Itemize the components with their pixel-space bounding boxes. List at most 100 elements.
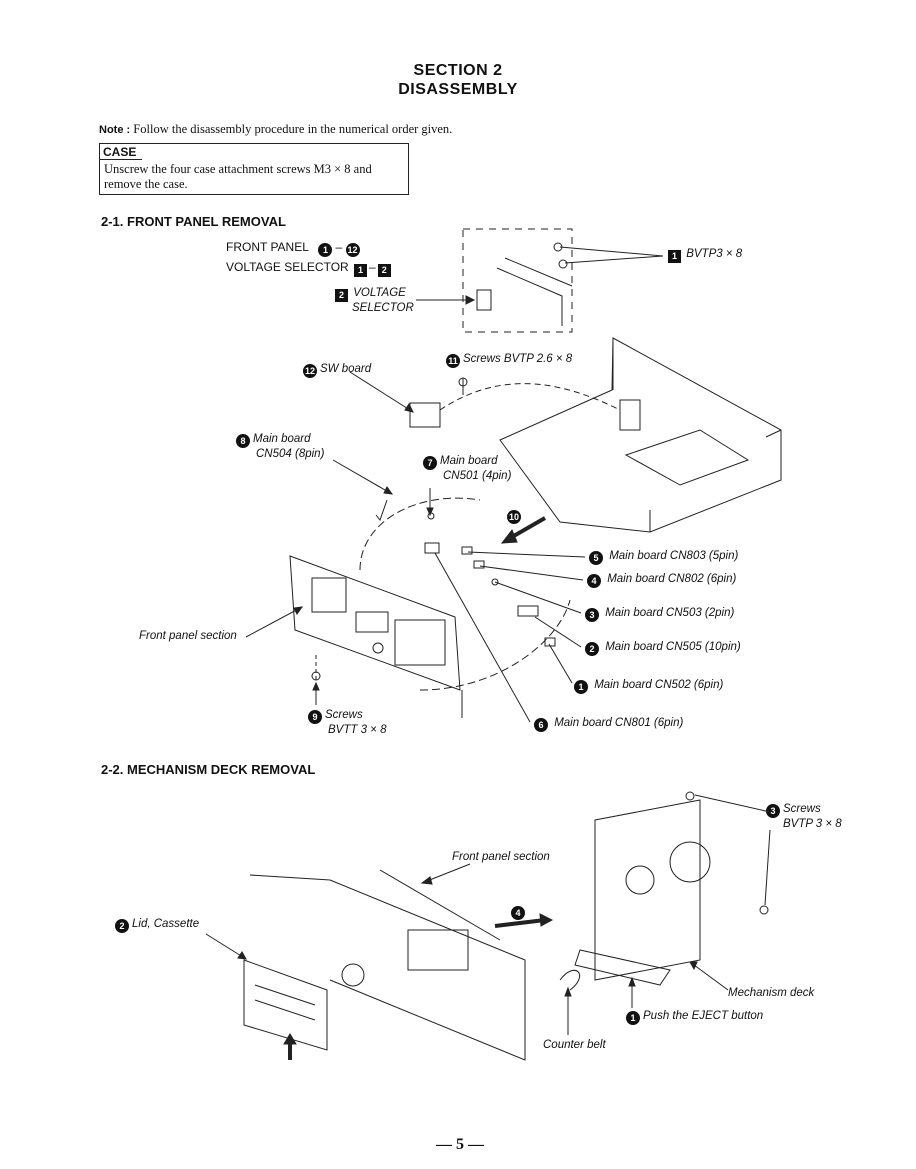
num-4: 4 (587, 574, 601, 588)
label-n7-b: CN501 (4pin) (443, 470, 512, 482)
sw-board-arrow (404, 403, 414, 413)
cassette-opening (407, 929, 469, 971)
num-2: 2 (585, 642, 599, 656)
legend-front-from: 1 (318, 243, 333, 257)
bvtp-screw-2 (558, 259, 568, 269)
front-panel-top (249, 869, 501, 941)
section-number: SECTION 2 (413, 62, 503, 79)
chassis-component (619, 399, 641, 431)
text-s2: Lid, Cassette (132, 918, 200, 930)
n10-arrow-shaft (511, 516, 546, 539)
chassis-edges (612, 338, 782, 532)
mechanism-deck-frame (594, 799, 701, 981)
voltage-inset-box (462, 228, 573, 333)
num-s3: 3 (766, 804, 780, 818)
bvtp-leader (559, 246, 664, 264)
cn802-plug (473, 560, 485, 569)
text-s3a: Screws (783, 803, 821, 815)
voltage-num: 2 (335, 289, 348, 302)
text-n11: Screws BVTP 2.6 × 8 (463, 353, 573, 365)
bvtp-label: 1 BVTP3 × 8 (666, 248, 742, 263)
s2-arrow (237, 951, 247, 960)
cassette-lid (243, 959, 328, 1051)
s4-arrow-shaft (494, 918, 546, 928)
s4-arrow-head (539, 913, 554, 927)
cn504-plug (375, 499, 388, 522)
label-n4: 4 Main board CN802 (6pin) (587, 573, 736, 588)
n2-leader (534, 616, 582, 648)
num-s2: 2 (115, 919, 129, 933)
s3-leader (694, 794, 771, 813)
case-box-line2: remove the case. (104, 177, 188, 191)
section-2-heading: 2-2. MECHANISM DECK REMOVAL (101, 762, 316, 777)
n3-leader (494, 581, 582, 614)
text-n5: Main board CN803 (5pin) (609, 550, 739, 562)
front-panel-outline (289, 555, 461, 691)
mech-deck-arrow (689, 961, 698, 971)
chassis-outline (499, 337, 782, 533)
label-n5: 5 Main board CN803 (5pin) (589, 550, 738, 565)
deck-motor (669, 841, 711, 883)
front-panel-slot-1 (311, 577, 347, 613)
case-box: CASE Unscrew the four case attachment sc… (99, 143, 409, 195)
screw-9-arrow (312, 681, 320, 691)
front-panel-slot-2 (394, 619, 446, 666)
label-n6: 6 Main board CN801 (6pin) (534, 717, 683, 732)
front-panel-dash-arcs (359, 497, 571, 691)
label-n10: 10 (507, 509, 524, 524)
lid-arrow-head (283, 1033, 297, 1045)
screw-11 (458, 377, 468, 387)
label-front-panel-1: Front panel section (139, 630, 237, 642)
n1-leader (548, 643, 573, 684)
text-s1: Push the EJECT button (643, 1010, 764, 1022)
cn505-plug (517, 605, 539, 617)
legend-voltage-text: VOLTAGE SELECTOR (226, 260, 349, 274)
label-n9-b: BVTT 3 × 8 (328, 724, 387, 736)
num-s1: 1 (626, 1011, 640, 1025)
belt-arrow (564, 986, 572, 997)
front-panel-knob (372, 642, 384, 654)
num-7: 7 (423, 456, 437, 470)
cn502-plug (544, 637, 556, 647)
note: Note : Follow the disassembly procedure … (99, 122, 452, 137)
cn801-plug (424, 542, 440, 554)
sw-board-leader (349, 371, 414, 413)
num-6: 6 (534, 718, 548, 732)
n4-leader (479, 565, 584, 581)
num-10: 10 (507, 510, 521, 524)
volume-knob (341, 963, 365, 987)
label-s3-b: BVTP 3 × 8 (783, 818, 842, 830)
front-panel-leader (245, 606, 303, 638)
cn501-plug (427, 512, 435, 520)
s3-leader-2 (764, 829, 771, 906)
num-11: 11 (446, 354, 460, 368)
voltage-label-2: SELECTOR (352, 302, 414, 314)
bvtp-label-text: BVTP3 × 8 (686, 248, 743, 260)
deck-reel (625, 865, 655, 895)
voltage-bracket (496, 257, 573, 326)
text-n7a: Main board (440, 455, 498, 467)
text-n4: Main board CN802 (6pin) (607, 573, 737, 585)
n7-arrow (426, 507, 434, 517)
text-n6: Main board CN801 (6pin) (554, 717, 684, 729)
label-s4: 4 (511, 905, 528, 920)
num-9: 9 (308, 710, 322, 724)
text-n12: SW board (320, 363, 372, 375)
n8-arrow (383, 486, 394, 495)
s3-screw-1 (685, 791, 695, 801)
page-title: DISASSEMBLY (398, 81, 518, 98)
section-1-heading: 2-1. FRONT PANEL REMOVAL (101, 214, 286, 229)
n5-leader (467, 551, 586, 558)
eject-lever (574, 949, 671, 986)
legend-voltage-selector: VOLTAGE SELECTOR 1–2 (226, 260, 393, 277)
n6-leader (434, 552, 531, 723)
label-n8-b: CN504 (8pin) (256, 448, 325, 460)
cn803-plug (461, 546, 473, 555)
